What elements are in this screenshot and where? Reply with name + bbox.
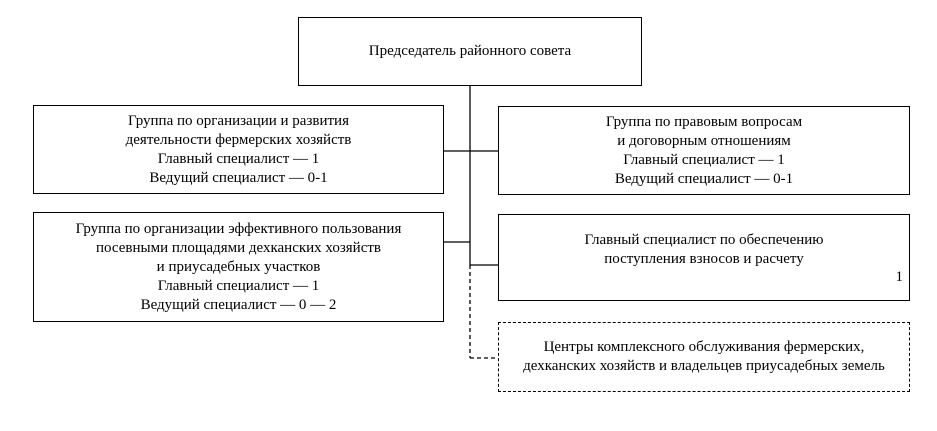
fees-specialist-box: Главный специалист по обеспечению поступ…	[498, 214, 910, 301]
farms-group-line-2: деятельности фермерских хозяйств	[125, 131, 352, 148]
legal-group-box: Группа по правовым вопросам и договорным…	[498, 106, 910, 195]
fees-specialist-line-2: поступления взносов и расчету	[604, 251, 804, 267]
fees-specialist-count: 1	[895, 269, 904, 285]
land-group-box: Группа по организации эффективного польз…	[33, 212, 444, 322]
fees-specialist-line-1: Главный специалист по обеспечению	[584, 232, 824, 248]
service-centers-line-2: дехканских хозяйств и владельцев приусад…	[523, 358, 885, 374]
farms-group-line-3: Главный специалист — 1	[157, 150, 320, 167]
legal-group-line-4: Ведущий специалист — 0-1	[614, 170, 794, 187]
farms-group-line-1: Группа по организации и развития	[127, 112, 349, 129]
legal-group-line-3: Главный специалист — 1	[623, 151, 785, 168]
farms-group-line-4: Ведущий специалист — 0-1	[149, 169, 328, 186]
land-group-line-4: Главный специалист — 1	[157, 277, 320, 294]
chair-title: Председатель районного совета	[368, 43, 572, 59]
land-group-line-5: Ведущий специалист — 0 — 2	[140, 296, 337, 313]
farms-group-box: Группа по организации и развития деятель…	[33, 105, 444, 194]
legal-group-line-1: Группа по правовым вопросам	[605, 113, 803, 130]
legal-group-line-2: и договорным отношениям	[617, 132, 791, 149]
land-group-line-1: Группа по организации эффективного польз…	[75, 220, 402, 237]
service-centers-box: Центры комплексного обслуживания фермерс…	[498, 322, 910, 392]
chair-box: Председатель районного совета	[298, 17, 642, 86]
land-group-line-2: посевными площадями дехканских хозяйств	[95, 239, 381, 256]
land-group-line-3: и приусадебных участков	[156, 258, 321, 275]
service-centers-line-1: Центры комплексного обслуживания фермерс…	[543, 339, 865, 355]
